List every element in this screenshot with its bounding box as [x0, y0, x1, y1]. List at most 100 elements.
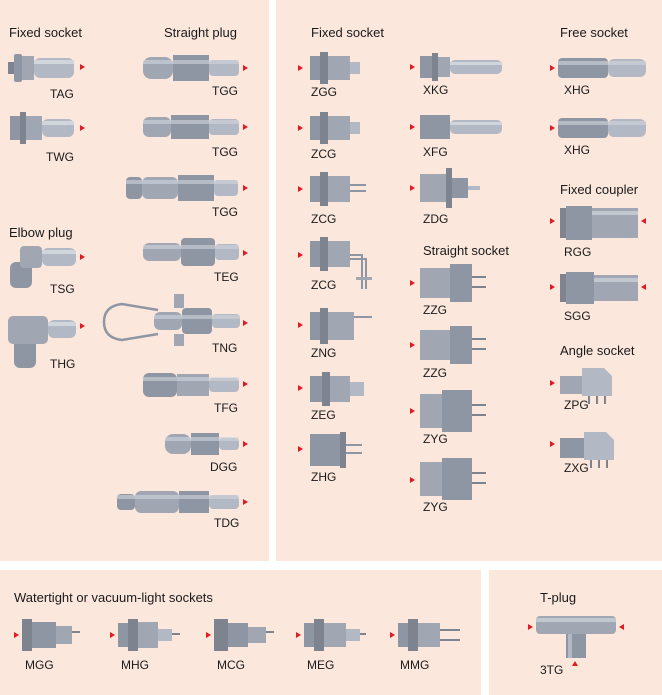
tgg-1-arrow [243, 65, 248, 71]
teg-arrow [243, 250, 248, 256]
meg-connector-image [304, 619, 366, 651]
heading-mid-fixed-socket: Fixed socket [311, 25, 384, 40]
zcg-2-label: ZCG [311, 212, 337, 226]
meg-label: MEG [307, 658, 335, 672]
mgg-arrow [14, 632, 19, 638]
zcg-2-arrow [298, 186, 303, 192]
tag-label: TAG [50, 87, 74, 101]
xfg-arrow [410, 124, 415, 130]
tdg-label: TDG [214, 516, 240, 530]
rgg-label: RGG [564, 245, 592, 259]
tsg-arrow [80, 254, 85, 260]
3tg-arrow-bottom [572, 661, 578, 666]
tfg-arrow [243, 381, 248, 387]
zgg-arrow [298, 65, 303, 71]
zhg-arrow [298, 446, 303, 452]
heading-t-plug: T-plug [540, 590, 577, 605]
zpg-label: ZPG [564, 398, 589, 412]
tdg-connector-image [117, 491, 239, 513]
3tg-arrow-left [528, 624, 533, 630]
meg-arrow [296, 632, 301, 638]
heading-left-fixed-socket: Fixed socket [9, 25, 82, 40]
zcg-3-arrow [298, 252, 303, 258]
zcg-3-connector-image [310, 237, 372, 289]
zdg-connector-image [420, 168, 480, 208]
zpg-arrow [550, 380, 555, 386]
zyg-2-connector-image [420, 458, 486, 500]
zyg-1-label: ZYG [423, 432, 448, 446]
xhg-1-arrow [550, 65, 555, 71]
xhg-1-connector-image [558, 58, 646, 78]
thg-label: THG [50, 357, 76, 371]
xkg-label: XKG [423, 83, 449, 97]
rgg-arrow-right [641, 218, 646, 224]
zzg-2-arrow [410, 342, 415, 348]
twg-arrow [80, 125, 85, 131]
mgg-label: MGG [25, 658, 54, 672]
heading-straight-plug: Straight plug [164, 25, 237, 40]
tgg-2-connector-image [143, 115, 239, 139]
xfg-connector-image [420, 115, 502, 139]
zgg-label: ZGG [311, 85, 337, 99]
zng-label: ZNG [311, 346, 337, 360]
zhg-connector-image [310, 432, 362, 468]
teg-connector-image [143, 238, 239, 266]
zcg-3-label: ZCG [311, 278, 337, 292]
heading-straight-socket: Straight socket [423, 243, 509, 258]
xfg-label: XFG [423, 145, 448, 159]
thg-arrow [80, 323, 85, 329]
tgg-1-label: TGG [212, 84, 238, 98]
zzg-2-label: ZZG [423, 366, 447, 380]
sgg-arrow-right [641, 284, 646, 290]
heading-watertight: Watertight or vacuum-light sockets [14, 590, 213, 605]
tfg-connector-image [143, 373, 239, 397]
sgg-connector-image [560, 272, 638, 304]
mgg-connector-image [22, 619, 80, 651]
tgg-3-connector-image [126, 175, 238, 201]
zng-connector-image [310, 308, 372, 344]
mhg-connector-image [118, 619, 180, 651]
heading-fixed-coupler: Fixed coupler [560, 182, 639, 197]
tsg-connector-image [10, 246, 76, 288]
xhg-2-label: XHG [564, 143, 591, 157]
zyg-2-arrow [410, 477, 415, 483]
twg-label: TWG [46, 150, 74, 164]
zxg-label: ZXG [564, 461, 589, 475]
zzg-1-label: ZZG [423, 303, 447, 317]
zcg-1-arrow [298, 125, 303, 131]
tag-connector-image [8, 54, 74, 82]
zxg-arrow [550, 441, 555, 447]
tgg-2-label: TGG [212, 145, 238, 159]
tgg-3-label: TGG [212, 205, 238, 219]
zcg-2-connector-image [310, 172, 366, 206]
mcg-arrow [206, 632, 211, 638]
mmg-connector-image [398, 619, 460, 651]
zpg-connector-image [560, 368, 612, 404]
twg-connector-image [10, 112, 74, 144]
tgg-3-arrow [243, 185, 248, 191]
3tg-arrow-right [619, 624, 624, 630]
rgg-connector-image [560, 206, 638, 240]
thg-connector-image [8, 316, 76, 368]
tng-connector-image [102, 294, 240, 346]
zdg-label: ZDG [423, 212, 449, 226]
xkg-arrow [410, 64, 415, 70]
zdg-arrow [410, 185, 415, 191]
zhg-label: ZHG [311, 470, 337, 484]
mmg-label: MMG [400, 658, 430, 672]
sgg-arrow-left [550, 284, 555, 290]
tng-arrow [243, 320, 248, 326]
dgg-connector-image [165, 433, 239, 455]
zng-arrow [298, 322, 303, 328]
mhg-label: MHG [121, 658, 149, 672]
mhg-arrow [110, 632, 115, 638]
zyg-1-arrow [410, 408, 415, 414]
zeg-arrow [298, 385, 303, 391]
zzg-1-connector-image [420, 264, 486, 302]
zyg-2-label: ZYG [423, 500, 448, 514]
zxg-connector-image [560, 432, 614, 468]
tgg-2-arrow [243, 124, 248, 130]
tng-label: TNG [212, 341, 238, 355]
zyg-1-connector-image [420, 390, 486, 432]
xkg-connector-image [420, 53, 502, 81]
